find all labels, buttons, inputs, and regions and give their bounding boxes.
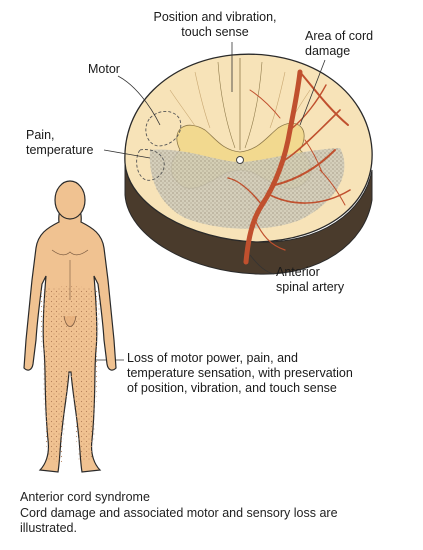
dorsal-column-left <box>217 61 236 149</box>
label-artery-line2: spinal artery <box>276 280 345 294</box>
figure-caption: Anterior cord syndrome Cord damage and a… <box>20 490 415 537</box>
artery-branch-6 <box>299 71 349 126</box>
artery-branch-5 <box>227 177 263 206</box>
artery-branch-1 <box>274 149 336 186</box>
label-pain-line1: Pain, <box>26 128 55 142</box>
groin-detail <box>63 315 77 327</box>
anterior-spinal-artery <box>243 69 303 265</box>
leader-pain <box>103 149 151 159</box>
radial-line-2 <box>269 71 286 129</box>
caption-title: Anterior cord syndrome <box>20 490 150 504</box>
body-stipple-area <box>40 286 100 462</box>
leader-artery <box>249 254 275 275</box>
caption-body-line2: illustrated. <box>20 521 77 535</box>
artery-branch-9 <box>304 139 323 173</box>
head <box>54 180 86 220</box>
motor-tract-outline <box>145 111 182 147</box>
leader-motor <box>117 75 161 126</box>
label-area-cord-damage: Area of cord damage <box>305 29 373 59</box>
radial-line-3 <box>169 89 196 127</box>
label-motor: Motor <box>88 62 120 76</box>
label-loss-line3: of position, vibration, and touch sense <box>127 381 337 395</box>
artery-network <box>227 69 351 265</box>
leader-area-damage <box>299 59 326 126</box>
label-area-line2: damage <box>305 44 351 58</box>
artery-branch-8 <box>319 169 346 206</box>
caption-body-line1: Cord damage and associated motor and sen… <box>20 505 338 520</box>
artery-branch-7 <box>254 219 286 251</box>
radial-line-1 <box>194 71 211 129</box>
label-anterior-spinal-artery: Anterior spinal artery <box>276 265 344 295</box>
label-position-vibration-line1: Position and vibration, <box>153 10 277 24</box>
artery-branch-2 <box>284 109 341 161</box>
label-loss-line2: temperature sensation, with preservation <box>127 366 353 380</box>
artery-branch-10 <box>249 89 281 119</box>
label-position-vibration-line2: touch sense <box>181 25 249 39</box>
label-position-vibration: Position and vibration, touch sense <box>130 10 300 40</box>
central-canal <box>236 156 244 164</box>
label-pain-line2: temperature <box>26 143 94 157</box>
label-area-line1: Area of cord <box>305 29 374 43</box>
spinal-cord-section <box>124 53 373 275</box>
artery-branch-3 <box>289 84 327 131</box>
label-artery-line1: Anterior <box>276 265 320 279</box>
chest-lines <box>51 249 89 256</box>
artery-branch-4 <box>269 189 351 204</box>
label-pain-temperature: Pain, temperature <box>26 128 93 158</box>
dorsal-column-right <box>244 61 263 149</box>
label-loss-description: Loss of motor power, pain, and temperatu… <box>127 351 417 396</box>
label-loss-line1: Loss of motor power, pain, and <box>127 351 298 365</box>
pain-tract-outline <box>136 149 165 181</box>
human-figure <box>23 180 117 473</box>
